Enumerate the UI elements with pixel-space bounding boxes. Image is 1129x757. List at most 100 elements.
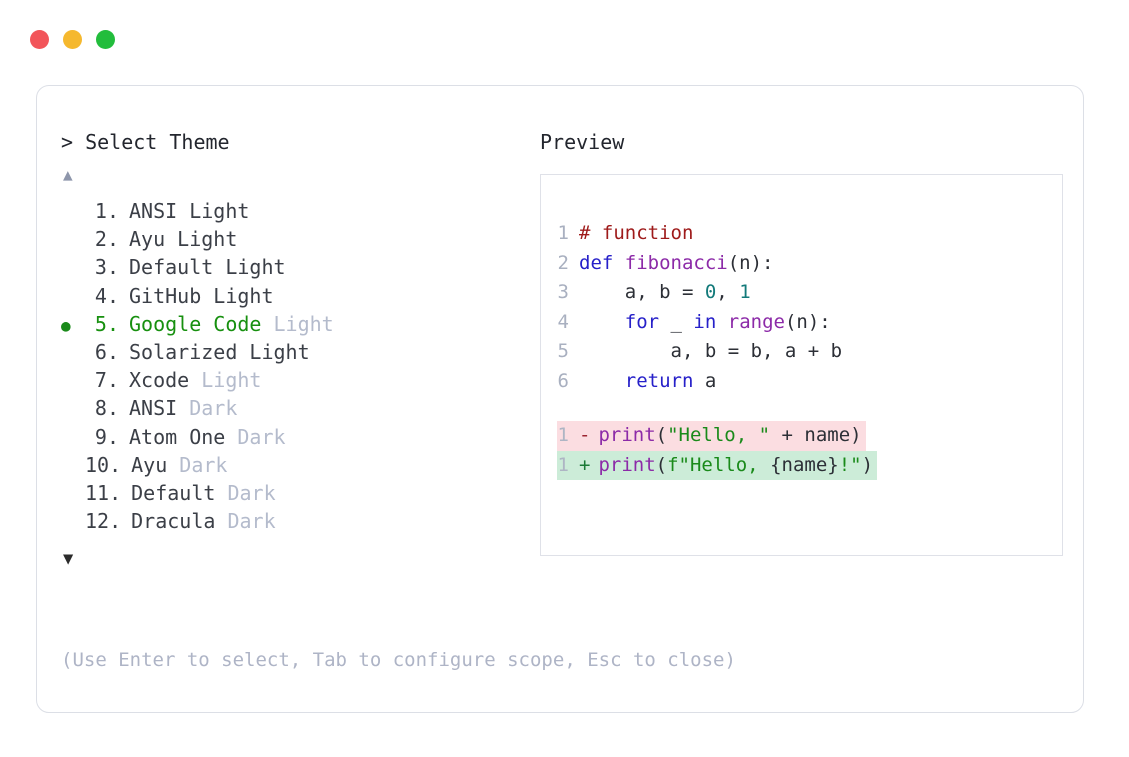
bullet-placeholder <box>61 481 85 509</box>
theme-item-gap <box>189 366 201 394</box>
theme-list-item[interactable]: 7.Xcode Light <box>61 366 531 394</box>
theme-item-name: Dracula <box>131 509 216 534</box>
code-token-plain <box>579 311 625 333</box>
theme-item-name: GitHub <box>129 283 202 308</box>
code-token-func: range <box>727 310 785 333</box>
theme-item-name: ANSI <box>129 396 178 421</box>
diff-line-text: print("Hello, " + name) <box>598 421 861 451</box>
code-token-plain: + name) <box>770 424 862 446</box>
diff-line-del: 1-print("Hello, " + name) <box>557 421 866 451</box>
theme-item-name: Ayu <box>129 227 166 252</box>
code-line-number: 3 <box>557 281 569 303</box>
minimize-icon[interactable] <box>63 30 82 49</box>
theme-item-gap <box>225 423 237 451</box>
theme-item-gap <box>167 451 179 479</box>
bullet-placeholder <box>61 255 85 283</box>
window-titlebar <box>30 30 115 49</box>
theme-list-item[interactable]: 3.Default Light <box>61 253 531 281</box>
theme-list-item[interactable]: 4.GitHub Light <box>61 282 531 310</box>
code-token-punct: ) <box>861 453 874 476</box>
scroll-up-icon[interactable]: ▲ <box>63 165 73 184</box>
code-token-func: print <box>598 424 656 446</box>
theme-list-item[interactable]: 6.Solarized Light <box>61 338 531 366</box>
page-title: > Select Theme <box>61 130 531 154</box>
code-line-text: a, b = 0, 1 <box>579 278 751 308</box>
bullet-placeholder <box>61 425 85 453</box>
code-token-keyword: in <box>693 310 717 333</box>
theme-item-gap <box>177 197 189 225</box>
theme-item-index: 6. <box>94 339 119 364</box>
theme-item-variant: Dark <box>179 452 228 477</box>
theme-list-item[interactable]: 1.ANSI Light <box>61 197 531 225</box>
close-icon[interactable] <box>30 30 49 49</box>
code-line: 5 a, b = b, a + b <box>557 337 1062 367</box>
selected-bullet-icon: ● <box>61 315 71 335</box>
code-token-keyword: for <box>624 310 660 333</box>
code-token-plain: a <box>693 369 717 392</box>
theme-list-item[interactable]: 8.ANSI Dark <box>61 394 531 422</box>
code-token-comment: # function <box>579 222 694 244</box>
diff-block: 1-print("Hello, " + name)1 + print(f"Hello… <box>557 421 1062 480</box>
theme-item-gap <box>213 253 225 281</box>
theme-item-variant: Dark <box>237 424 286 449</box>
theme-list-item[interactable]: 11.Default Dark <box>61 479 531 507</box>
code-token-plain: _ <box>659 310 694 333</box>
diff-marker: - <box>579 424 591 446</box>
theme-item-variant: Light <box>213 283 274 308</box>
theme-item-index: 5. <box>94 311 119 336</box>
code-token-plain: {name} <box>770 453 839 476</box>
code-token-string: "Hello, " <box>667 424 771 446</box>
theme-list-item[interactable]: ●5.Google Code Light <box>61 310 531 338</box>
code-line: 3 a, b = 0, 1 <box>557 278 1062 308</box>
theme-item-gap <box>215 507 227 535</box>
theme-item-index: 11. <box>85 480 122 505</box>
code-token-num: 0 <box>704 281 717 303</box>
theme-item-index: 10. <box>85 452 122 477</box>
theme-list-item[interactable]: 12.Dracula Dark <box>61 507 531 535</box>
code-token-plain: a, b = <box>579 281 705 303</box>
code-token-keyword: return <box>624 369 694 392</box>
theme-item-index: 7. <box>94 368 119 393</box>
code-line-text: return a <box>579 367 717 397</box>
code-token-num: 1 <box>739 281 751 303</box>
theme-item-index: 1. <box>94 199 119 223</box>
diff-line-text: print(f"Hello, {name}!") <box>598 451 873 481</box>
prompt-caret-icon: > <box>61 130 74 154</box>
code-token-keyword: def <box>579 251 625 274</box>
theme-item-variant: Light <box>201 368 262 393</box>
diff-line-add: 1+print(f"Hello, {name}!") <box>557 450 878 481</box>
code-token-plain <box>579 370 625 392</box>
theme-item-index: 9. <box>94 424 119 449</box>
theme-item-name: ANSI <box>129 199 178 223</box>
theme-selector-card: > Select Theme ▲ 1. ANSI Light 2.Ayu Ligh… <box>36 85 1084 713</box>
bullet-placeholder <box>61 227 85 255</box>
theme-list-item[interactable]: 2.Ayu Light <box>61 225 531 253</box>
theme-item-gap <box>177 394 189 422</box>
code-token-plain <box>716 311 727 333</box>
bullet-placeholder <box>61 199 85 227</box>
card-body: > Select Theme ▲ 1. ANSI Light 2.Ayu Ligh… <box>37 86 1083 712</box>
theme-list-column: > Select Theme ▲ 1. ANSI Light 2.Ayu Ligh… <box>61 130 531 569</box>
theme-item-gap <box>237 338 249 366</box>
theme-item-name: Solarized <box>129 339 238 364</box>
theme-list-item[interactable]: 9.Atom One Dark <box>61 423 531 451</box>
diff-marker: + <box>579 453 591 476</box>
theme-list-item[interactable]: 10.Ayu Dark <box>61 451 531 479</box>
diff-line-number: 1 <box>557 424 569 446</box>
code-line-text: for _ in range(n): <box>579 308 831 338</box>
theme-item-index: 8. <box>94 396 119 421</box>
code-line-text: a, b = b, a + b <box>579 337 843 367</box>
theme-list: 1. ANSI Light 2.Ayu Light 3.Default Light… <box>61 197 531 535</box>
bullet-placeholder <box>61 284 85 312</box>
code-token-func: print <box>598 453 656 476</box>
code-token-punct: (n): <box>784 310 831 333</box>
theme-item-name: Default <box>129 255 214 280</box>
scroll-down-icon[interactable]: ▼ <box>63 549 74 570</box>
theme-item-index: 12. <box>85 509 122 534</box>
maximize-icon[interactable] <box>96 30 115 49</box>
theme-item-variant: Light <box>273 311 334 336</box>
